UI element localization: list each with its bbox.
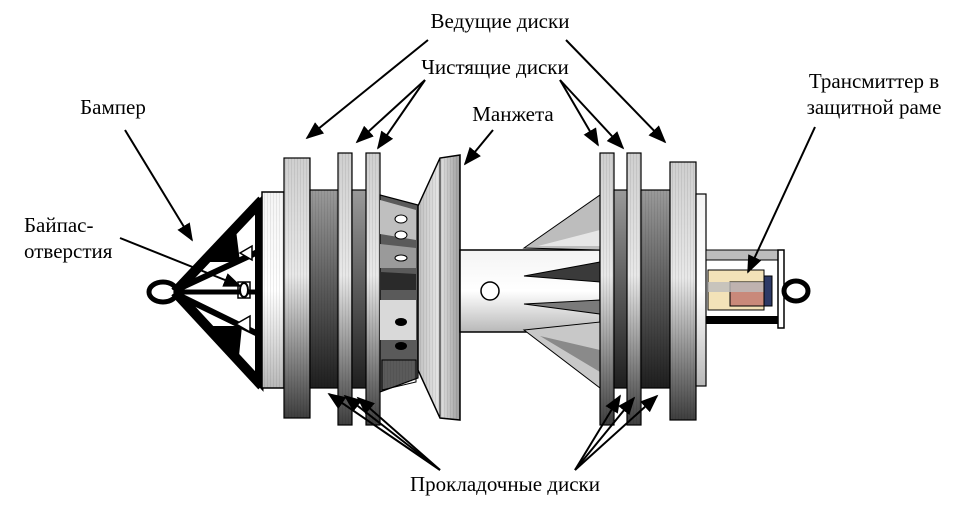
front-body <box>379 194 419 393</box>
bypass-holes <box>237 281 251 299</box>
label-cleaning-discs: Чистящие диски <box>421 55 568 79</box>
transmitter-frame <box>705 249 811 329</box>
central-shaft <box>459 249 601 333</box>
label-bumper: Бампер <box>80 95 146 119</box>
label-spacer-discs: Прокладочные диски <box>410 472 600 496</box>
label-bypass-1: Байпас- <box>24 213 94 237</box>
label-drive-discs: Ведущие диски <box>431 9 570 33</box>
label-transmitter-1: Трансмиттер в <box>809 69 939 93</box>
rear-fins <box>522 194 601 390</box>
bumper <box>146 194 266 392</box>
front-flange <box>261 191 285 389</box>
cuff <box>417 154 461 421</box>
rear-disc-pack <box>599 152 707 426</box>
label-transmitter-2: защитной раме <box>807 95 942 119</box>
label-cuff: Манжета <box>472 102 554 126</box>
front-disc-pack <box>283 152 381 426</box>
leader-lines <box>119 39 816 471</box>
label-bypass-2: отверстия <box>24 239 113 263</box>
